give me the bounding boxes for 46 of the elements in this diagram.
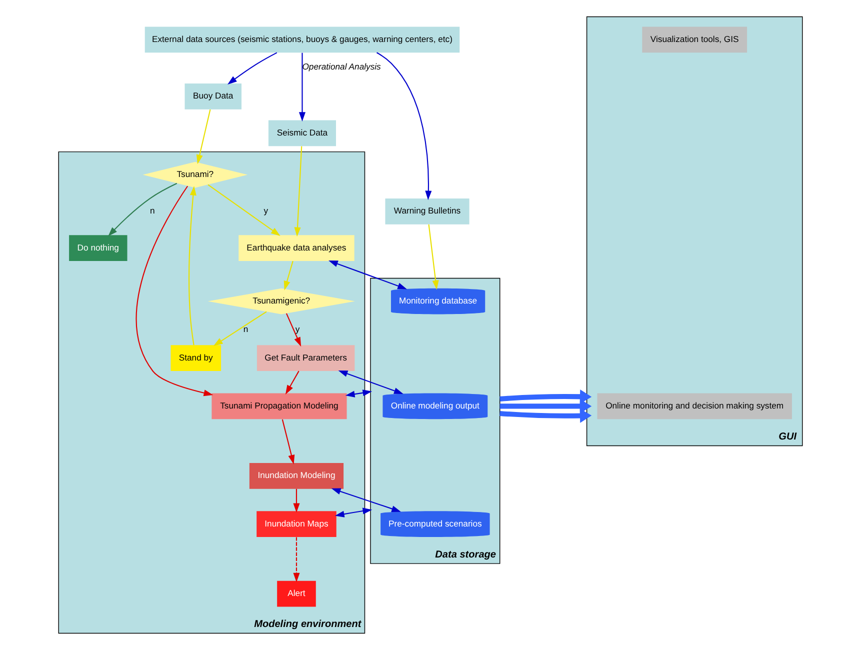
arrow [298,52,305,122]
node-box: Inundation Modeling [248,462,344,489]
node-box: Earthquake data analyses [238,235,354,262]
node-box: Seismic Data [268,120,336,146]
node-diamond: Tsunamigenic? [207,288,354,314]
arrow [284,370,299,395]
arrow [135,186,213,396]
node-box: Online monitoring and decision making system [596,393,792,420]
arrow [344,390,372,398]
node-box: Alert [276,580,316,607]
node-box: Do nothing [68,235,127,262]
arrow [338,370,403,394]
arrow [281,419,294,464]
arrow [330,488,400,512]
arrow [108,182,177,236]
node-box: Visualization tools, GIS [642,26,747,53]
arrow [227,52,277,84]
arrow [334,508,372,518]
arrow [292,488,300,513]
node-box: Get Fault Parameters [256,345,354,371]
arrow [283,260,293,290]
node-diamond: Tsunami? [142,162,248,188]
edge-label: Operational Analysis [302,62,380,72]
arrow [499,408,592,423]
arrow [212,311,266,346]
arrow [428,224,438,290]
arrow [376,52,432,200]
node-box: Warning Bulletins [384,198,469,224]
arrow [294,146,302,237]
node-box: Stand by [170,345,221,371]
arrow [328,260,406,290]
node-box: Inundation Maps [256,511,336,537]
arrow [196,109,210,164]
arrow [188,186,196,346]
arrow [499,390,592,404]
node-box: Tsunami Propagation Modeling [211,393,346,420]
edge-label: y [294,324,300,334]
node-box: External data sources (seismic stations, buoys & gauges, warning centers, etc) [144,26,460,53]
arrow [207,184,280,236]
node-box: Buoy Data [184,84,241,110]
edge-label: y [263,206,268,216]
edge-label: n [242,324,248,334]
arrow [285,313,301,347]
arrow [292,537,300,582]
arrow [499,399,592,414]
edge-label: n [150,206,154,216]
